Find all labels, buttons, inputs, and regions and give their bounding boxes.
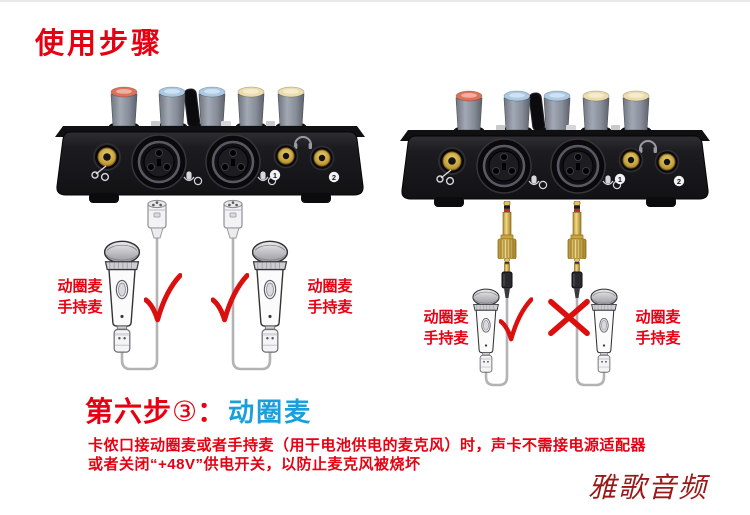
x-icon [551,302,587,334]
mini-plug-2 [571,258,583,298]
left-scene-xlr-connection [55,87,365,371]
page-title: 使用步骤 [35,28,164,60]
circled-three: ③ [172,396,198,427]
adapter-cable-2 [575,294,606,387]
xlr-connector-2 [223,199,243,239]
mini-plug-1 [501,258,513,298]
dynamic-mic-right-2 [590,288,618,373]
quarter-inch-adapter-1 [497,201,517,259]
mic-label-right-1: 动圈麦 手持麦 [423,309,469,347]
dynamic-mic-left-2 [251,240,289,353]
brand-watermark: 雅歌音频 [588,473,709,504]
sound-card-left [55,87,365,203]
xlr-connector-1 [147,199,167,239]
check-icon [146,275,180,319]
top-border [0,0,750,2]
adapter-cable-1 [484,294,509,387]
mic-label-left-1: 动圈麦 手持麦 [57,278,103,316]
check-icon [213,275,247,319]
check-icon [501,299,532,339]
mic-label-left-2: 动圈麦 手持麦 [307,278,353,316]
step-topic: 动圈麦 [228,397,313,427]
quarter-inch-adapter-2 [567,201,587,259]
step-heading: 第六步 ③ ： 动圈麦 [85,390,312,430]
right-scene-adapter-connection [400,91,710,387]
sound-card-right [400,91,710,207]
xlr-cable-1 [120,238,159,371]
xlr-cable-2 [231,238,272,371]
step-description: 卡侬口接动圈麦或者手持麦（用干电池供电的麦克风）时，声卡不需接电源适配器 或者关… [88,436,648,474]
step-colon: ： [197,396,227,427]
mic-label-right-2: 动圈麦 手持麦 [635,309,681,347]
step-number-text: 第六步 [85,396,173,427]
description-line-2: 或者关闭“+48V”供电开关，以防止麦克风被烧坏 [88,456,421,473]
description-line-1: 卡侬口接动圈麦或者手持麦（用干电池供电的麦克风）时，声卡不需接电源适配器 [88,437,647,454]
